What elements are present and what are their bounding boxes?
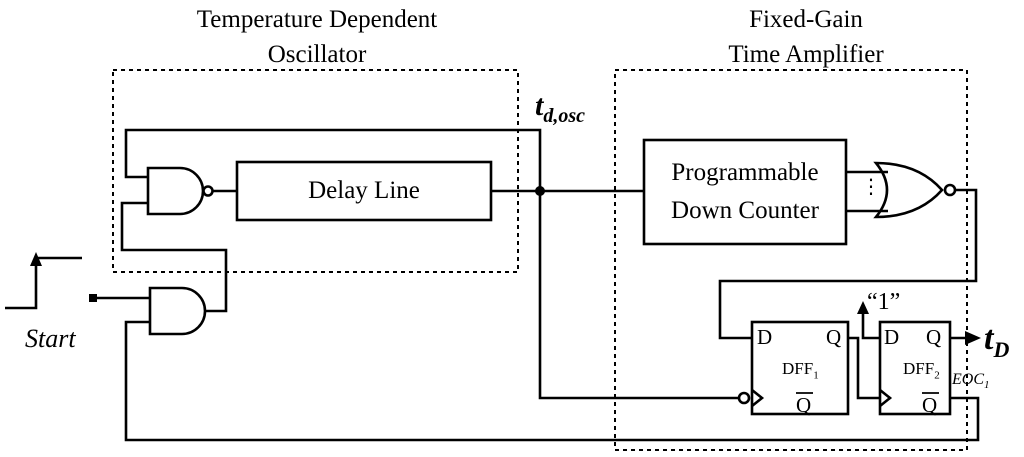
td-output-arrow xyxy=(965,331,981,345)
dff2-box xyxy=(878,320,952,416)
dff1-qbar-pin: Q xyxy=(796,393,812,417)
nor-gate xyxy=(873,161,944,219)
start-waveform xyxy=(5,256,82,310)
const-one-arrow xyxy=(857,301,869,314)
td-label-main: t xyxy=(984,320,994,357)
amplifier-title-line1: Fixed-Gain xyxy=(749,6,863,33)
oscillator-boundary xyxy=(112,69,519,273)
dff2-name: DFF2 xyxy=(903,360,940,381)
dff1-name-main: DFF xyxy=(782,359,814,378)
delay-line-label: Delay Line xyxy=(308,177,420,204)
and-to-nand-wire xyxy=(120,201,228,313)
clock-wire xyxy=(538,191,738,400)
dff1-q-pin: Q xyxy=(826,325,842,349)
oscillator-title-line2: Oscillator xyxy=(267,41,367,68)
eoc-label-sub: 1 xyxy=(984,379,990,392)
dff1-clock-bubble xyxy=(737,391,751,405)
const-one-wire xyxy=(861,309,880,340)
start-terminal xyxy=(89,294,97,302)
eoc-label-main: EOC xyxy=(952,371,984,388)
start-arrow xyxy=(30,252,42,266)
tdosc-label: td,osc xyxy=(535,89,586,127)
dff2-q-pin: Q xyxy=(926,325,942,349)
eoc-label: EOC1 xyxy=(952,372,990,391)
dff1-clock-symbol xyxy=(751,388,765,408)
dff1-name: DFF1 xyxy=(782,360,819,381)
dff1-q-wire xyxy=(848,336,880,400)
feedback-wire xyxy=(124,128,542,190)
nand-gate xyxy=(146,166,205,216)
dff2-name-main: DFF xyxy=(903,359,935,378)
dff2-qbar-pin: Q xyxy=(922,393,938,417)
start-label: Start xyxy=(25,324,76,353)
const-one-label: “1” xyxy=(867,289,901,315)
td-label: tD xyxy=(984,322,1009,361)
amplifier-title-line2: Time Amplifier xyxy=(728,41,884,68)
eoc-return-wire xyxy=(124,320,980,442)
dff1-box xyxy=(750,320,850,416)
dff2-d-pin: D xyxy=(884,325,900,349)
oscillator-title-line1: Temperature Dependent xyxy=(196,6,438,33)
dff2-clock-symbol xyxy=(879,388,893,408)
dff1-name-sub: 1 xyxy=(813,369,819,382)
bus-ellipsis: ⋮ xyxy=(861,174,881,198)
nor-to-dff1-wire xyxy=(718,188,978,340)
tdosc-label-main: t xyxy=(535,89,544,122)
delay-line-box xyxy=(235,160,493,222)
td-label-sub: D xyxy=(993,336,1010,362)
dff2-name-sub: 2 xyxy=(934,369,940,382)
counter-label-line1: Programmable xyxy=(671,159,819,186)
nor-bubble xyxy=(943,183,957,197)
nand-bubble xyxy=(202,185,214,197)
and-gate xyxy=(148,286,207,336)
tdosc-label-sub: d,osc xyxy=(543,105,586,127)
dff1-d-pin: D xyxy=(757,325,773,349)
counter-box xyxy=(642,138,848,246)
amplifier-boundary xyxy=(614,69,968,451)
counter-label-line2: Down Counter xyxy=(671,197,819,224)
